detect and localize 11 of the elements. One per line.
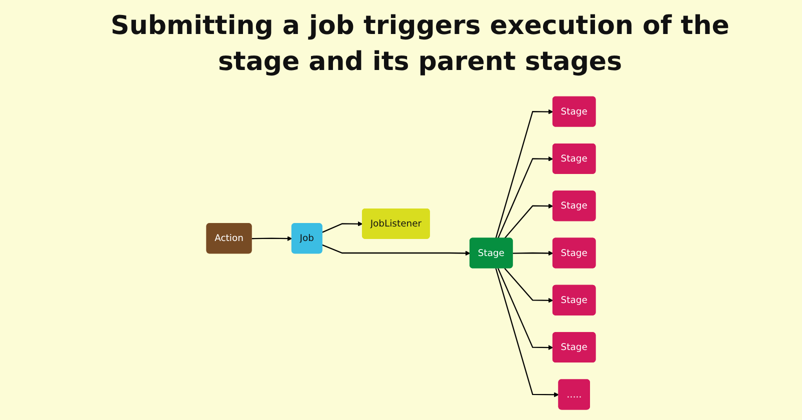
arrow [322, 221, 363, 233]
arrow [504, 268, 554, 303]
arrow [504, 204, 554, 239]
arrow [495, 268, 560, 398]
arrow [252, 236, 292, 242]
title: Submitting a job triggers execution of the stage and its parent stages [110, 10, 730, 79]
arrow [322, 244, 470, 256]
arrow [512, 250, 554, 256]
arrow [498, 268, 554, 350]
arrow [498, 156, 554, 239]
arrow [495, 109, 554, 238]
